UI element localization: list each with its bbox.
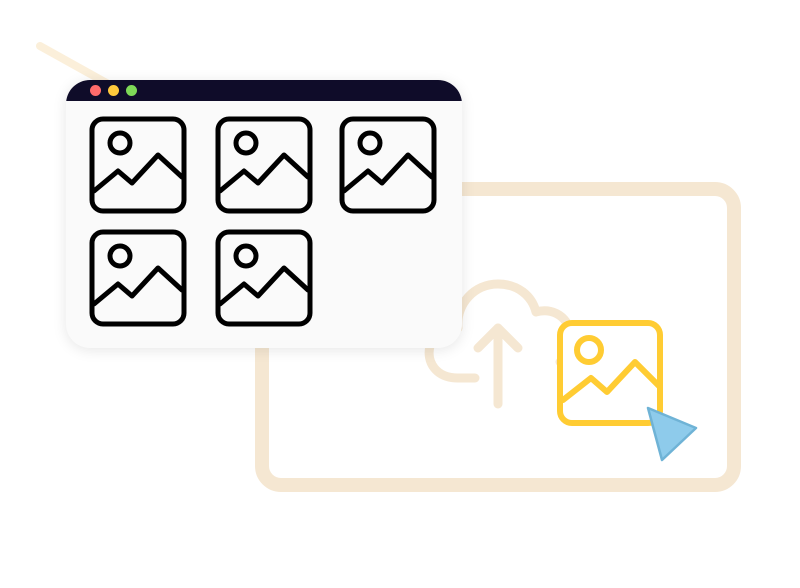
image-icon[interactable] (88, 115, 188, 215)
close-dot[interactable] (90, 85, 101, 96)
image-icon[interactable] (214, 115, 314, 215)
image-icon[interactable] (338, 115, 438, 215)
browser-window (66, 80, 462, 348)
minimize-dot[interactable] (108, 85, 119, 96)
window-titlebar (66, 80, 462, 101)
dragged-image-icon[interactable] (555, 318, 665, 428)
image-grid (66, 80, 462, 348)
image-icon[interactable] (214, 228, 314, 328)
image-icon[interactable] (88, 228, 188, 328)
zoom-dot[interactable] (126, 85, 137, 96)
pointer-cursor-icon (646, 406, 698, 462)
